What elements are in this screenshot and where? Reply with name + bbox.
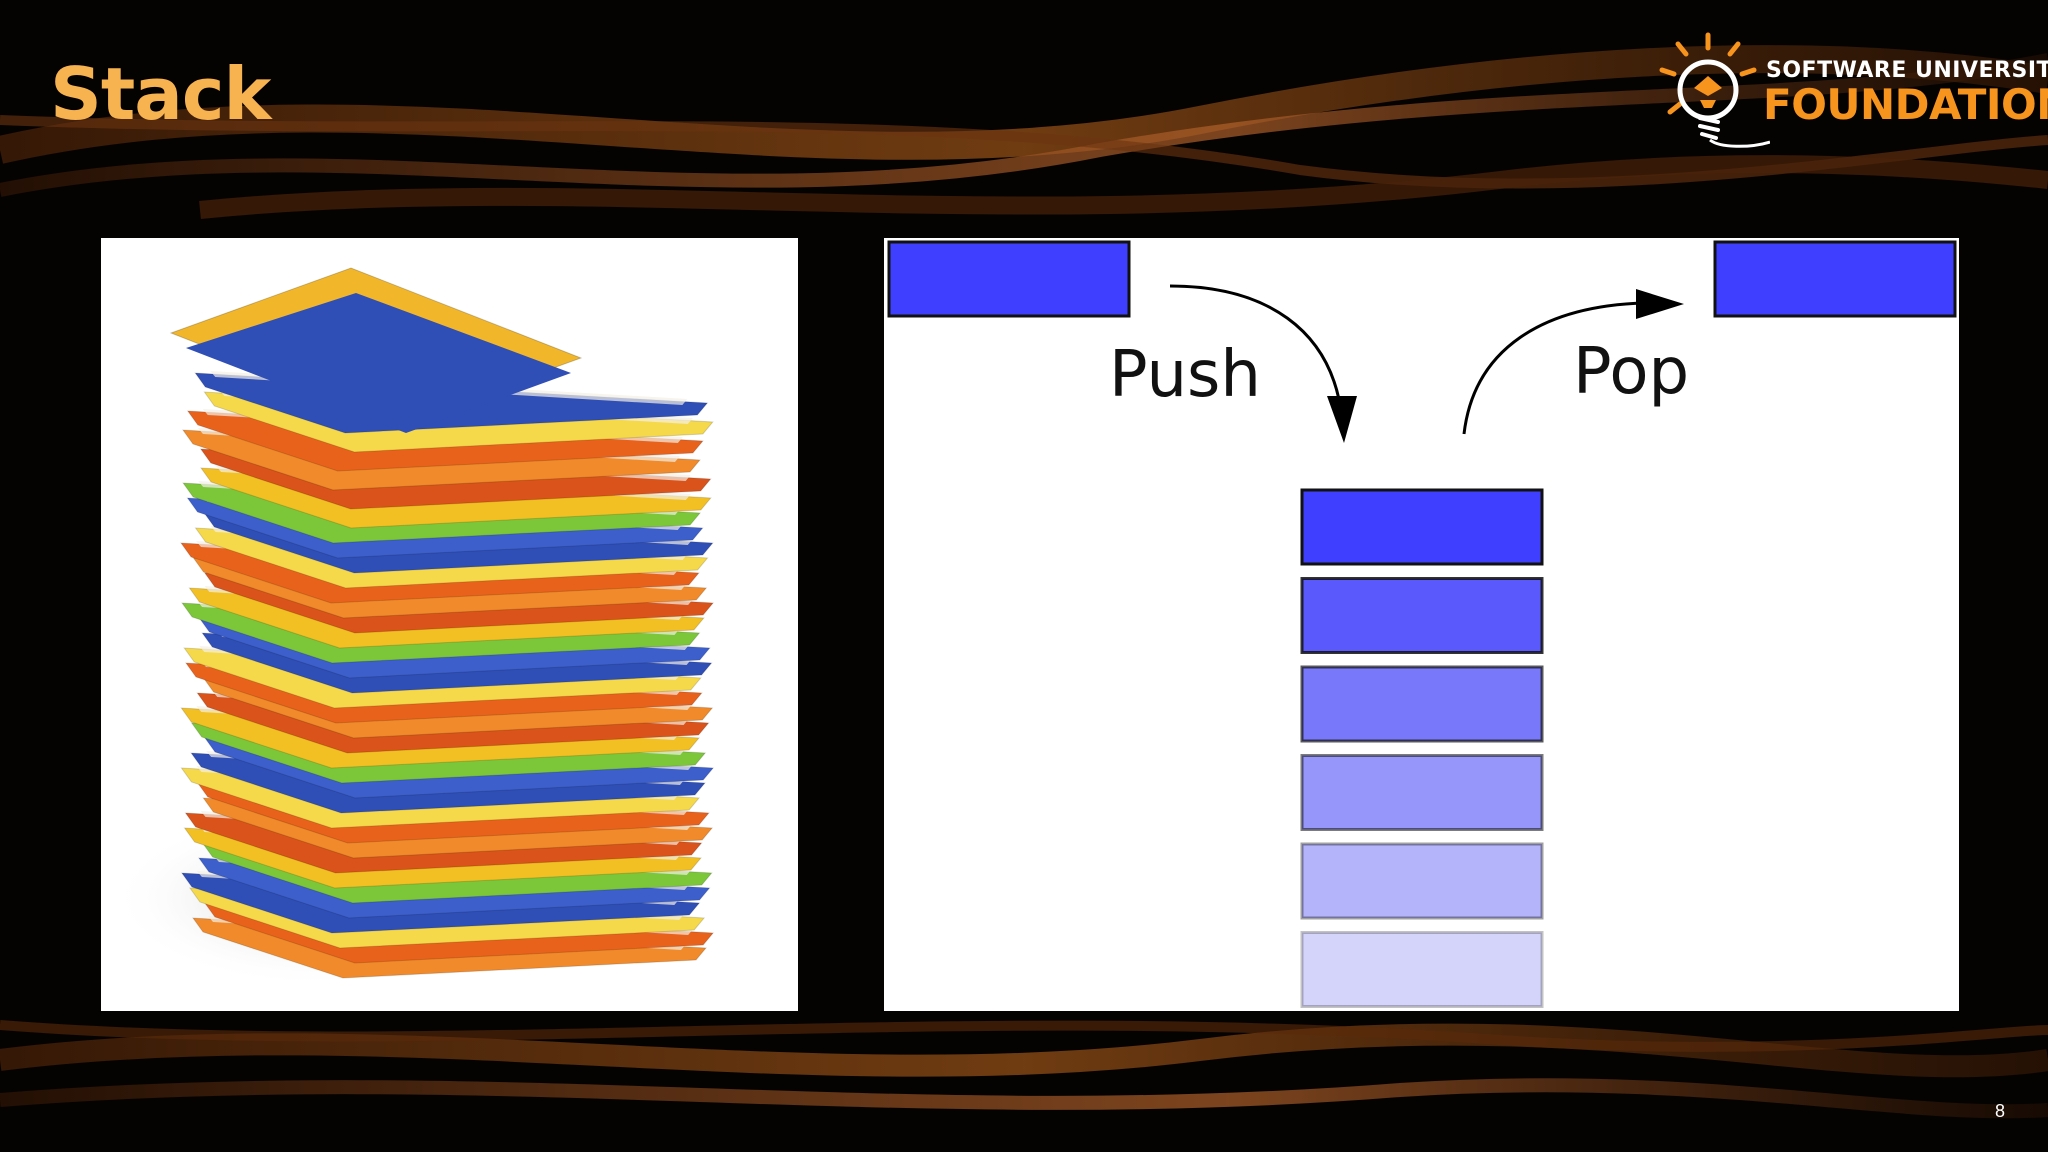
pop-arrowhead xyxy=(1636,289,1684,319)
pop-label: Pop xyxy=(1573,335,1689,409)
slide-title: Stack xyxy=(50,52,271,136)
stack-diagram: Push Pop xyxy=(884,238,1959,1011)
stack-items xyxy=(1300,488,1544,1008)
stack-item xyxy=(1300,842,1544,920)
folder-stack-image xyxy=(101,238,798,1011)
top-folder-blue xyxy=(186,293,571,433)
stack-item xyxy=(1300,754,1544,831)
lightbulb-icon xyxy=(1659,32,1770,148)
page-number: 8 xyxy=(1995,1101,2006,1121)
push-arrow xyxy=(1169,284,1344,419)
push-label: Push xyxy=(1109,338,1261,412)
logo-line-2: FOUNDATION xyxy=(1763,80,2048,129)
stack-item xyxy=(1300,577,1544,654)
pushed-block xyxy=(887,240,1131,318)
pop-arrow xyxy=(1462,301,1645,435)
popped-block xyxy=(1713,240,1957,318)
stack-item xyxy=(1300,931,1544,1008)
stack-item xyxy=(1300,665,1544,743)
software-university-logo[interactable]: SOFTWARE UNIVERSITY FOUNDATION xyxy=(1650,30,2048,160)
push-pop-diagram: Push Pop xyxy=(887,240,1957,1008)
logo-line-1: SOFTWARE UNIVERSITY xyxy=(1766,58,2048,83)
push-arrowhead xyxy=(1327,396,1357,443)
folder-stack-illustration xyxy=(111,267,715,988)
stack-item xyxy=(1300,488,1544,566)
